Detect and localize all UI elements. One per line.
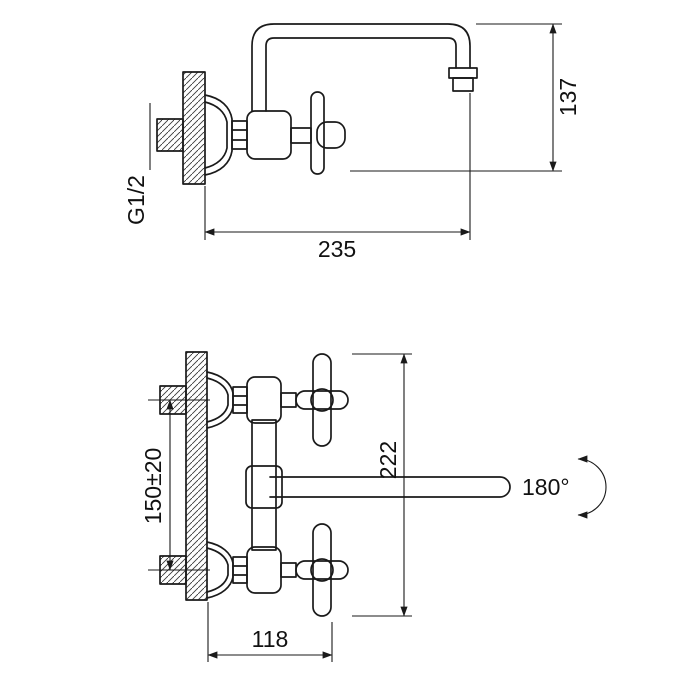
valve-body bbox=[246, 110, 292, 160]
handle-stem bbox=[290, 127, 312, 144]
valve-body-bottom bbox=[246, 546, 282, 594]
wall-section bbox=[182, 71, 206, 185]
wall-plate bbox=[185, 351, 208, 601]
front-view-dimensions bbox=[148, 353, 607, 662]
escutcheon-top-inner-line bbox=[206, 377, 229, 423]
escutcheon-bottom bbox=[206, 541, 234, 599]
supply-pipe bbox=[156, 118, 184, 152]
escutcheon-top bbox=[206, 371, 234, 429]
escutcheon-inner-line bbox=[204, 101, 228, 169]
swivel-angle-label: 180° bbox=[522, 474, 570, 500]
aerator-collar bbox=[448, 67, 478, 79]
cross-handle-top-horizontal-arm bbox=[295, 390, 349, 410]
cross-handle-top-hub bbox=[310, 388, 334, 412]
thread-size-label: G1/2 bbox=[123, 175, 149, 225]
top-view: 137 235 G1/2 bbox=[123, 23, 581, 262]
cross-handle-bottom-hub bbox=[310, 558, 334, 582]
spout-inner-line bbox=[265, 37, 457, 112]
cross-handle-side bbox=[310, 91, 325, 175]
escutcheon-bottom-inner-line bbox=[206, 547, 229, 593]
cross-handle-bottom-vertical-arm bbox=[312, 523, 332, 617]
connector-nut-top bbox=[232, 386, 248, 414]
dim-label-inlet-spacing: 150±20 bbox=[140, 448, 166, 525]
swivel-arrow-arc bbox=[577, 455, 607, 519]
dim-label-wall-to-handle: 118 bbox=[252, 626, 289, 652]
escutcheon bbox=[204, 94, 233, 176]
spout-junction bbox=[245, 465, 283, 509]
handle-stem-bottom bbox=[280, 562, 297, 578]
connector-nut-bottom bbox=[232, 556, 248, 584]
handle-stem-top bbox=[280, 392, 297, 408]
front-view: 222 150±20 118 180° bbox=[140, 351, 607, 662]
dim-label-spout-reach: 235 bbox=[318, 236, 356, 262]
dim-label-spout-height: 137 bbox=[555, 78, 581, 116]
valve-body-top bbox=[246, 376, 282, 424]
cross-handle-bottom-horizontal-arm bbox=[295, 560, 349, 580]
spout-outer-line bbox=[251, 23, 471, 112]
aerator-tip bbox=[452, 77, 474, 92]
top-view-dimensions bbox=[149, 23, 562, 240]
dim-label-overall-height: 222 bbox=[375, 441, 401, 479]
cross-handle-knob bbox=[316, 121, 346, 149]
connector-nut bbox=[231, 120, 248, 150]
body-column bbox=[251, 419, 277, 551]
cross-handle-top-vertical-arm bbox=[312, 353, 332, 447]
swivel-spout bbox=[269, 476, 511, 498]
